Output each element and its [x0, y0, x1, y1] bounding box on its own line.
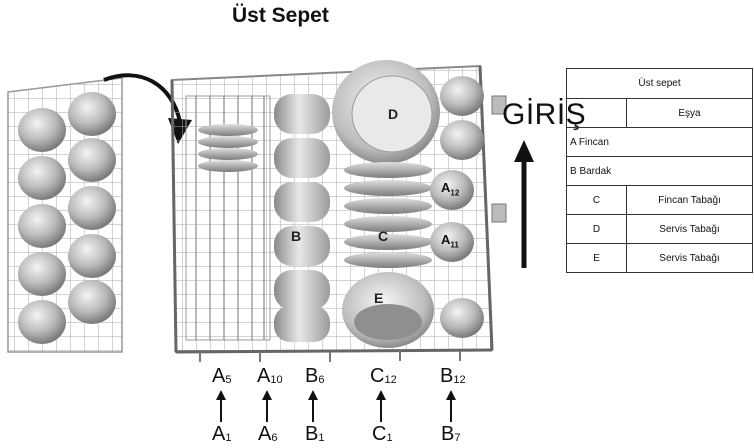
serving-plate-d [332, 60, 440, 164]
position-label: A1 [212, 423, 232, 445]
table-header: Üst sepet [566, 68, 753, 99]
cup-column-a [185, 95, 271, 341]
table-cell-name: Servis Tabağı [626, 243, 753, 273]
position-label: A6 [258, 423, 278, 445]
table-header-row: Üst sepet [566, 68, 753, 99]
side-rack-cups [18, 92, 116, 344]
table-cell: A Fincan [566, 127, 753, 157]
table-cell: B Bardak [566, 156, 753, 186]
table-row: C Fincan Tabağı [566, 185, 753, 215]
cup-column-right [430, 76, 484, 338]
diagram-title: Üst Sepet [232, 4, 329, 27]
position-label: B1 [305, 423, 325, 445]
position-label: B6 [305, 365, 325, 387]
item-label-e: E [374, 290, 384, 306]
item-label-d: D [388, 106, 399, 122]
table-cell-code: E [566, 243, 627, 273]
item-label-a11: A11 [441, 232, 459, 250]
up-arrow-icon [216, 390, 226, 422]
column-arrows [216, 390, 456, 422]
item-key-table: Üst sepet Eşya A Fincan B Bardak C Finca… [566, 68, 753, 273]
position-label: B7 [441, 423, 461, 445]
glass-column-b [274, 94, 330, 342]
side-cup-rack [7, 77, 123, 353]
table-row: A Fincan [566, 127, 753, 157]
table-cell-name: Fincan Tabağı [626, 185, 753, 215]
position-label: C12 [370, 365, 397, 387]
up-arrow-icon [308, 390, 318, 422]
position-label: C1 [372, 423, 393, 445]
up-arrow-icon [376, 390, 386, 422]
item-label-b: B [291, 228, 302, 244]
table-cell-empty [566, 98, 627, 128]
position-label: B12 [440, 365, 466, 387]
table-cell-name: Servis Tabağı [626, 214, 753, 244]
up-arrow-icon [262, 390, 272, 422]
item-label-a12: A12 [441, 180, 460, 198]
up-arrow-icon [446, 390, 456, 422]
table-row: B Bardak [566, 156, 753, 186]
table-cell-code: D [566, 214, 627, 244]
serving-plate-e [342, 272, 434, 348]
table-row: Eşya [566, 98, 753, 128]
table-row: E Servis Tabağı [566, 243, 753, 273]
item-label-c: C [378, 228, 389, 244]
saucer-stack-c [344, 162, 432, 268]
position-label: A10 [257, 365, 283, 387]
table-cell-code: C [566, 185, 627, 215]
up-arrow-icon [514, 140, 534, 268]
position-label: A5 [212, 365, 232, 387]
table-column-header: Eşya [626, 98, 753, 128]
table-row: D Servis Tabağı [566, 214, 753, 244]
